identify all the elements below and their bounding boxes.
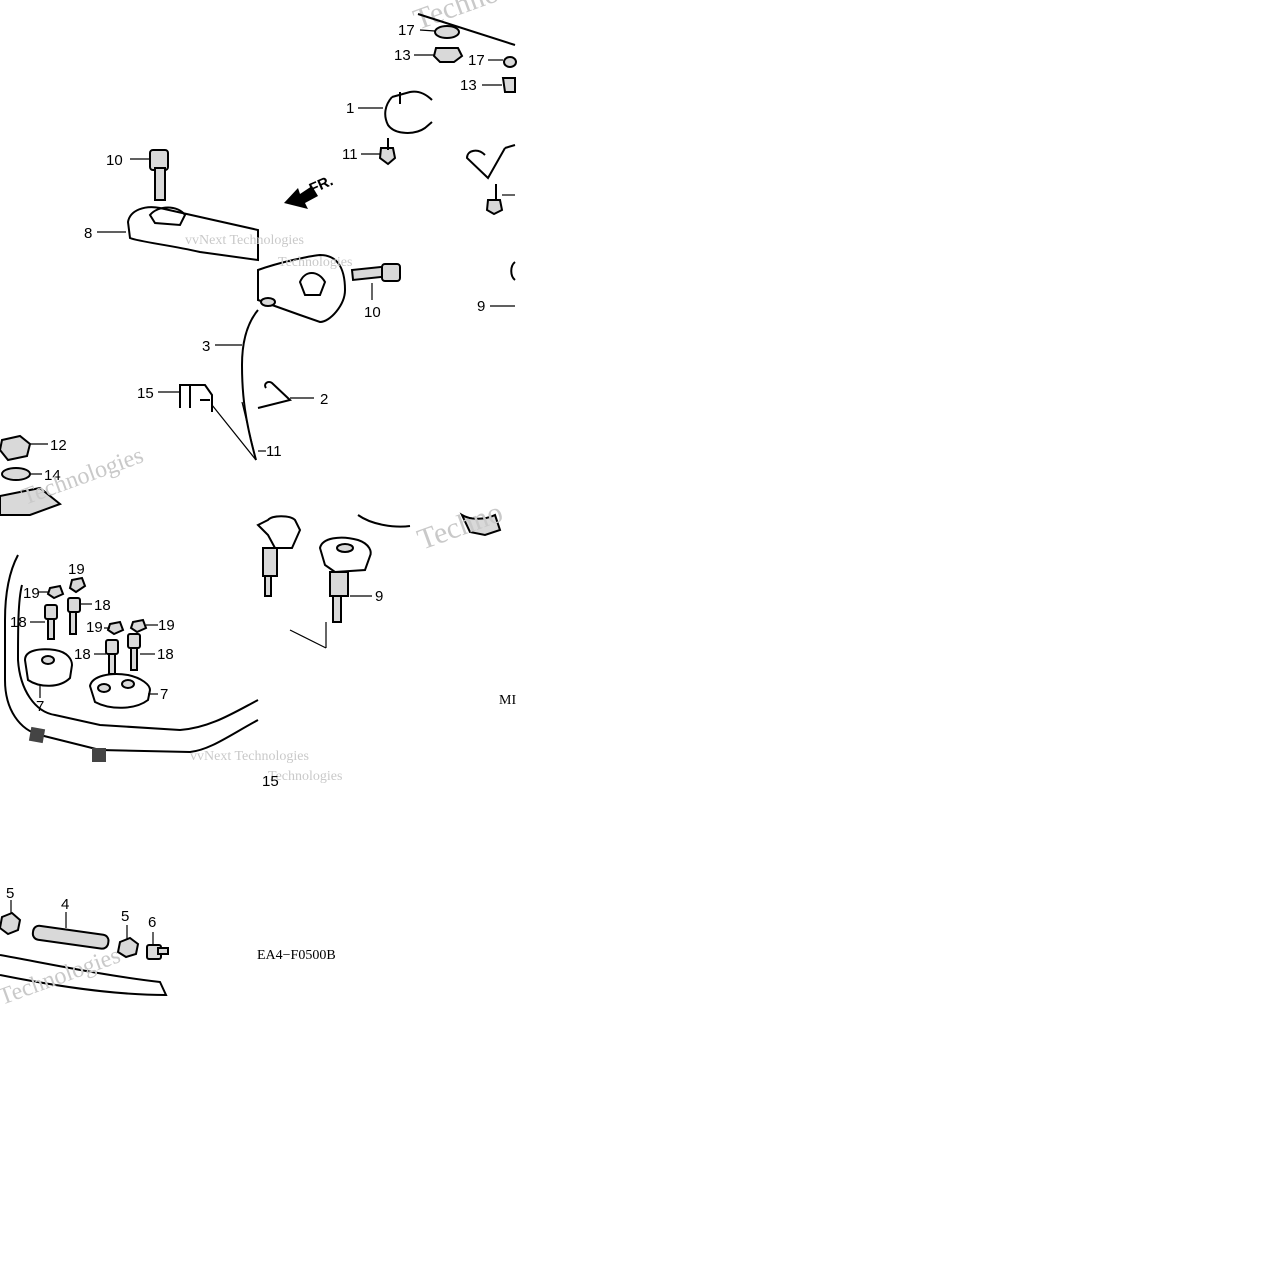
steering-stem-nut <box>0 434 32 462</box>
callout-5b: 5 <box>121 908 129 925</box>
callout-19d: 19 <box>158 617 175 634</box>
watermark-text: vvNext Technologies <box>190 749 309 764</box>
callout-4: 4 <box>61 896 69 913</box>
wire-clip <box>257 380 293 409</box>
watermark-text: Techno <box>413 496 507 557</box>
tile-top-left: 10 8 vvNext Technologies 3 15 2 11 12 14… <box>0 149 328 516</box>
callout-11: 11 <box>342 146 358 163</box>
callout-8: 8 <box>84 225 92 242</box>
balancer-rod <box>31 924 110 950</box>
callout-7b: 7 <box>160 686 168 703</box>
bolt-shaft <box>350 265 386 282</box>
callout-9b: 9 <box>375 588 383 605</box>
bolt <box>378 147 397 166</box>
callout-19b: 19 <box>23 585 40 602</box>
callout-17b: 17 <box>468 52 485 69</box>
tile-middle-center: 9 Techno MI Technologies 15 <box>256 496 516 790</box>
guide-clip <box>179 384 213 412</box>
callout-18b: 18 <box>94 597 111 614</box>
callout-18d: 18 <box>157 646 174 663</box>
tile-bottom-left: 5 4 5 6 Technologies EA4−F0500B <box>0 885 336 1011</box>
watermark-text: Technologies <box>268 769 342 784</box>
end-weight <box>0 911 22 936</box>
lower-holder <box>256 515 302 549</box>
callout-13b: 13 <box>460 77 477 94</box>
callout-7: 7 <box>36 698 44 715</box>
nut <box>432 47 464 63</box>
washer <box>434 25 460 39</box>
handlebar <box>4 554 259 754</box>
diagram-code: EA4−F0500B <box>257 948 336 963</box>
handlebar-holder <box>126 206 259 262</box>
callout-13: 13 <box>394 47 411 64</box>
svg-text:FR.: FR. <box>307 172 336 197</box>
frame-edge <box>417 13 516 46</box>
callout-15: 15 <box>137 385 154 402</box>
callout-9: 9 <box>477 298 485 315</box>
callout-15b: 15 <box>262 773 279 790</box>
watermark-text: Technologies <box>18 443 147 511</box>
callout-14: 14 <box>44 467 61 484</box>
callout-19: 19 <box>68 561 85 578</box>
watermark-text: Technologies <box>278 255 352 270</box>
front-arrow-icon: FR. <box>284 172 336 209</box>
upper-holder <box>88 673 152 709</box>
bolt-cap <box>46 584 65 600</box>
callout-18c: 18 <box>74 646 91 663</box>
callout-11b: 11 <box>266 443 282 460</box>
lower-holder <box>318 536 372 574</box>
bolt-shaft <box>154 167 166 201</box>
tile-top-right: Techno 17 13 17 13 1 11 FR. <box>257 0 517 324</box>
tile-middle-left: 19 19 18 18 19 19 18 18 7 7 <box>4 554 309 764</box>
callout-17: 17 <box>398 22 415 39</box>
upper-holder <box>23 648 74 687</box>
clip-bracket <box>465 144 516 180</box>
handlebar <box>0 954 168 997</box>
watermark-text: vvNext Technologies <box>185 233 304 248</box>
callout-2: 2 <box>320 391 328 408</box>
callout-10b: 10 <box>364 304 381 321</box>
watermark-text: Technologies <box>0 943 124 1011</box>
callout-18: 18 <box>10 614 27 631</box>
callout-10: 10 <box>106 152 123 169</box>
callout-1: 1 <box>346 100 354 117</box>
callout-5: 5 <box>6 885 14 902</box>
end-weight <box>116 936 140 959</box>
callout-19c: 19 <box>86 619 103 636</box>
bolt-head <box>381 263 401 282</box>
callout-12: 12 <box>50 437 67 454</box>
holder-collar <box>329 571 349 597</box>
callout-6: 6 <box>148 914 156 931</box>
callout-3: 3 <box>202 338 210 355</box>
diagram-code: MI <box>499 693 516 708</box>
cable-clamp <box>384 90 433 134</box>
bolt-cap <box>68 576 87 594</box>
